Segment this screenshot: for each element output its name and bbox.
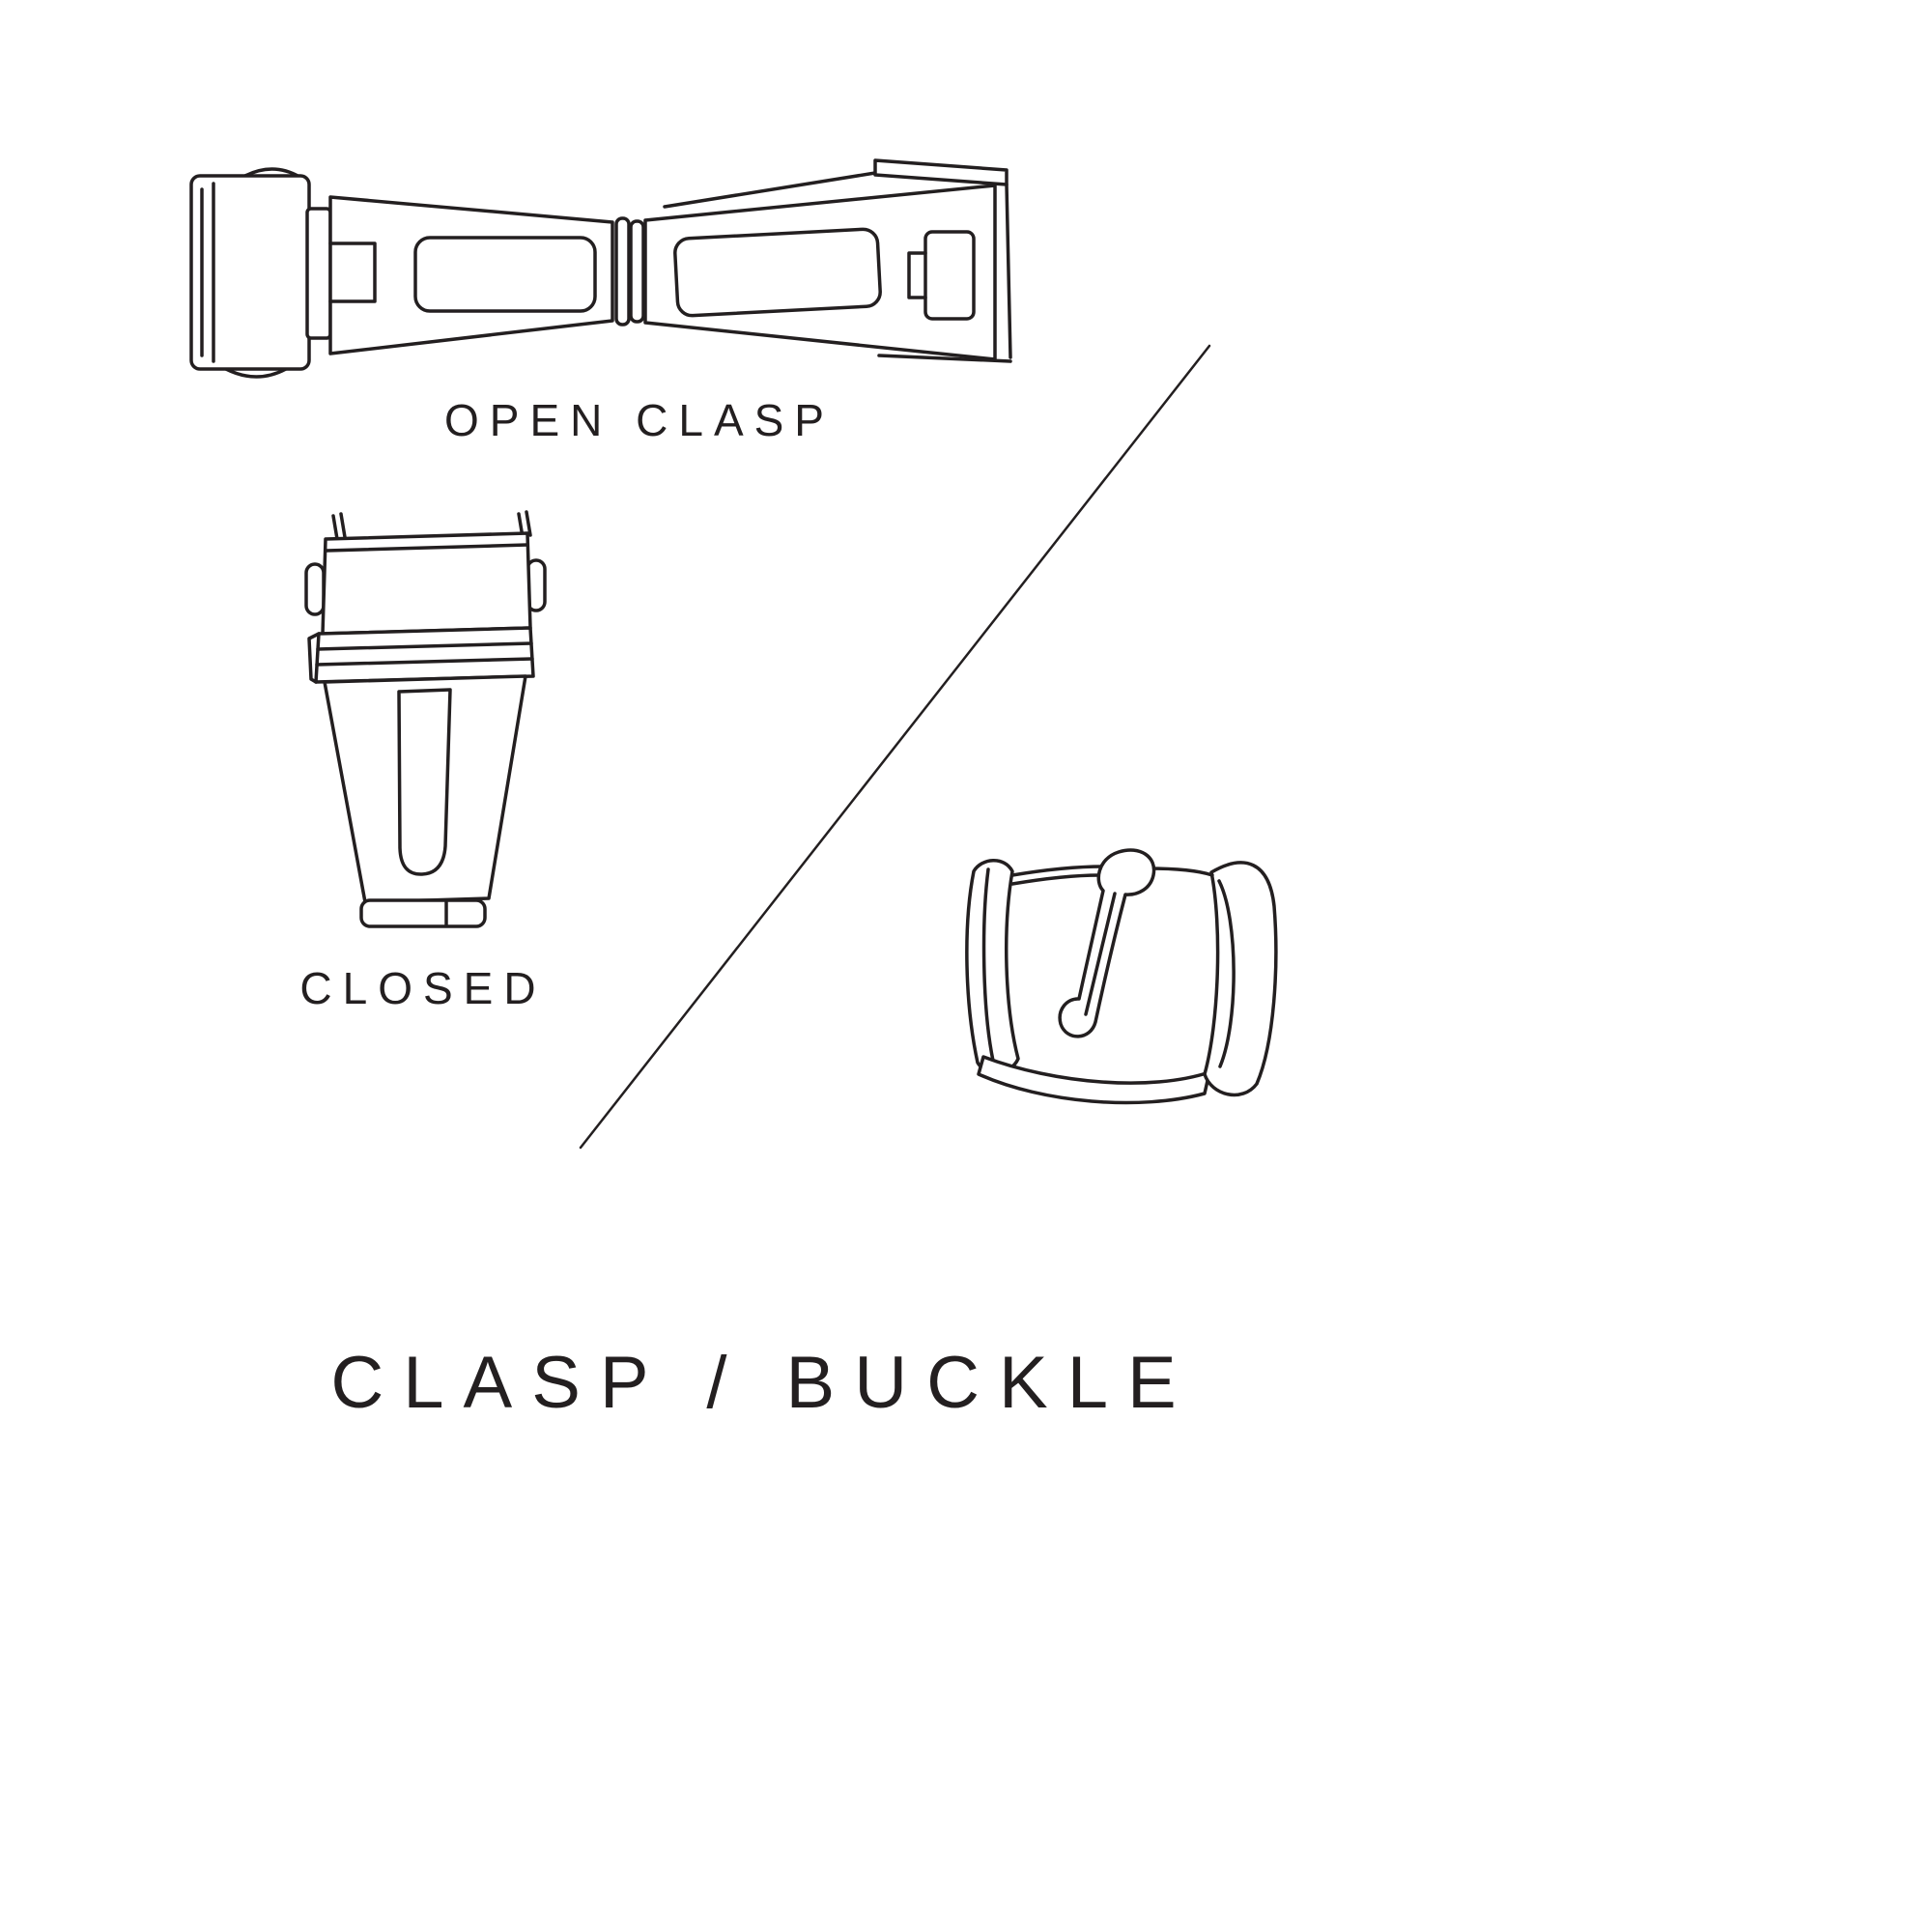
open-clasp-illustration	[189, 158, 1012, 379]
divider-line	[579, 344, 1211, 1150]
closed-clasp-illustration	[304, 510, 547, 928]
tang-buckle-illustration	[965, 848, 1278, 1105]
open-clasp-label: OPEN CLASP	[444, 395, 835, 445]
page-title: CLASP / BUCKLE	[330, 1342, 1196, 1424]
closed-clasp-label: CLOSED	[299, 963, 547, 1013]
